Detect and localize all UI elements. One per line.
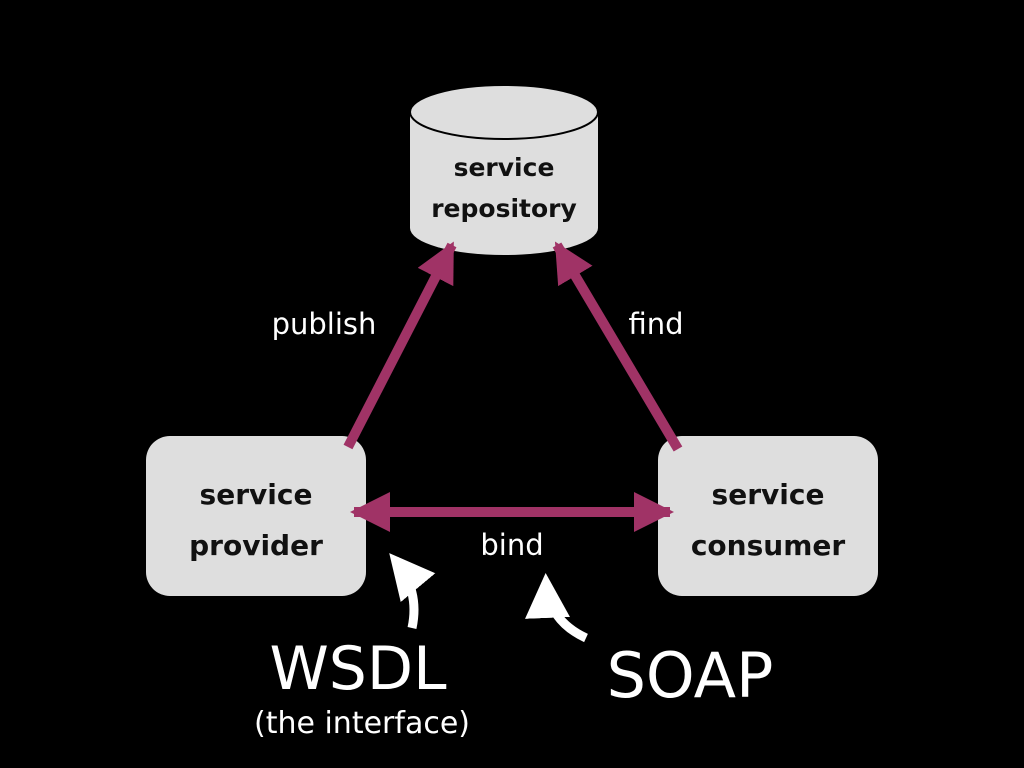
wsdl-subtitle: (the interface): [254, 706, 470, 741]
consumer-label-line2: consumer: [691, 529, 846, 562]
bind-label: bind: [480, 528, 543, 562]
repository-label-line1: service: [454, 153, 555, 182]
find-arrow: [552, 241, 683, 452]
cylinder-top: [409, 84, 599, 140]
wsdl-pointer-arrow: [389, 553, 436, 629]
provider-label-line2: provider: [189, 529, 323, 562]
service-provider-node[interactable]: service provider: [146, 436, 366, 596]
provider-box: [146, 436, 366, 596]
wsdl-title: WSDL: [269, 634, 447, 704]
find-label: find: [628, 307, 683, 341]
provider-label-line1: service: [200, 478, 313, 511]
repository-label-line2: repository: [431, 194, 577, 223]
publish-arrow: [343, 241, 457, 450]
publish-label: publish: [272, 307, 377, 341]
soap-title: SOAP: [607, 639, 774, 712]
consumer-label-line1: service: [712, 478, 825, 511]
consumer-box: [658, 436, 878, 596]
service-repository-node[interactable]: service repository: [409, 84, 599, 255]
service-consumer-node[interactable]: service consumer: [658, 436, 878, 596]
soap-pointer-arrow: [525, 573, 589, 643]
